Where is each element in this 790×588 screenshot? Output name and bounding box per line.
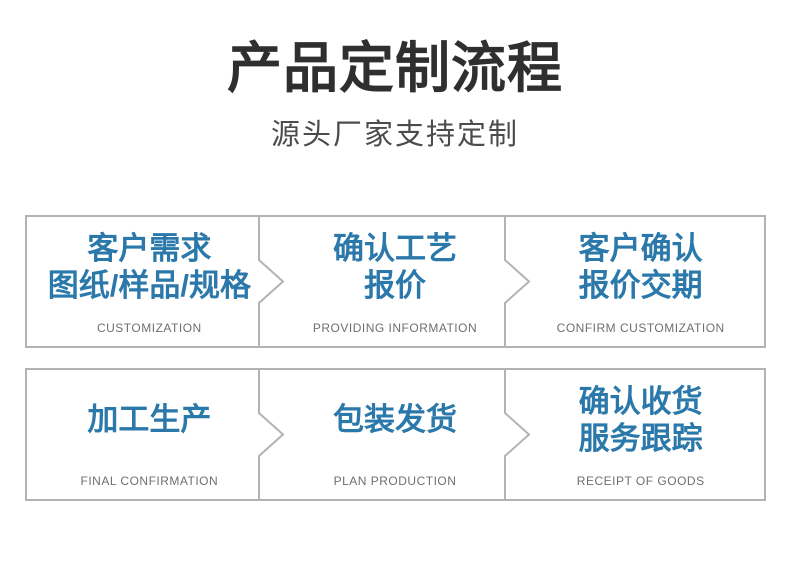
process-step-confirm-customization: 客户确认 报价交期 CONFIRM CUSTOMIZATION	[518, 217, 764, 346]
step-subtitle-en: FINAL CONFIRMATION	[80, 474, 219, 488]
step-title-line: 确认工艺	[333, 230, 457, 266]
process-step-providing-information: 确认工艺 报价 PROVIDING INFORMATION	[272, 217, 531, 346]
step-subtitle-en: PROVIDING INFORMATION	[312, 321, 478, 335]
step-title-line: 报价交期	[578, 267, 703, 303]
step-title-line: 加工生产	[87, 402, 212, 437]
step-title-line: 服务跟踪	[578, 420, 703, 456]
process-step-receipt-of-goods: 确认收货 服务跟踪 RECEIPT OF GOODS	[518, 370, 764, 499]
page-subtitle: 源头厂家支持定制	[270, 119, 519, 151]
step-subtitle-en: CONFIRM CUSTOMIZATION	[556, 321, 725, 335]
step-subtitle-en: RECEIPT OF GOODS	[576, 474, 705, 488]
page-title: 产品定制流程	[226, 37, 563, 99]
step-title-line: 确认收货	[578, 383, 703, 419]
process-flow-diagram: 客户需求 图纸/样品/规格 CUSTOMIZATION 确认工艺 报价 PROV…	[24, 215, 766, 501]
process-step-final-confirmation: 加工生产 FINAL CONFIRMATION	[27, 370, 285, 499]
step-title-line: 客户需求	[87, 230, 212, 266]
process-row-1: 客户需求 图纸/样品/规格 CUSTOMIZATION 确认工艺 报价 PROV…	[24, 215, 766, 348]
step-title-line: 客户确认	[578, 230, 703, 266]
process-step-customization: 客户需求 图纸/样品/规格 CUSTOMIZATION	[27, 217, 285, 346]
process-step-plan-production: 包装发货 PLAN PRODUCTION	[272, 370, 531, 499]
step-subtitle-en: CUSTOMIZATION	[96, 321, 202, 335]
step-title-line: 图纸/样品/规格	[47, 267, 251, 303]
step-title-line: 报价	[364, 267, 426, 303]
step-subtitle-en: PLAN PRODUCTION	[333, 474, 457, 488]
header: 产品定制流程 源头厂家支持定制	[0, 0, 790, 152]
step-title-line: 包装发货	[333, 402, 457, 437]
process-row-2: 加工生产 FINAL CONFIRMATION 包装发货 PLAN PRODUC…	[24, 368, 766, 501]
